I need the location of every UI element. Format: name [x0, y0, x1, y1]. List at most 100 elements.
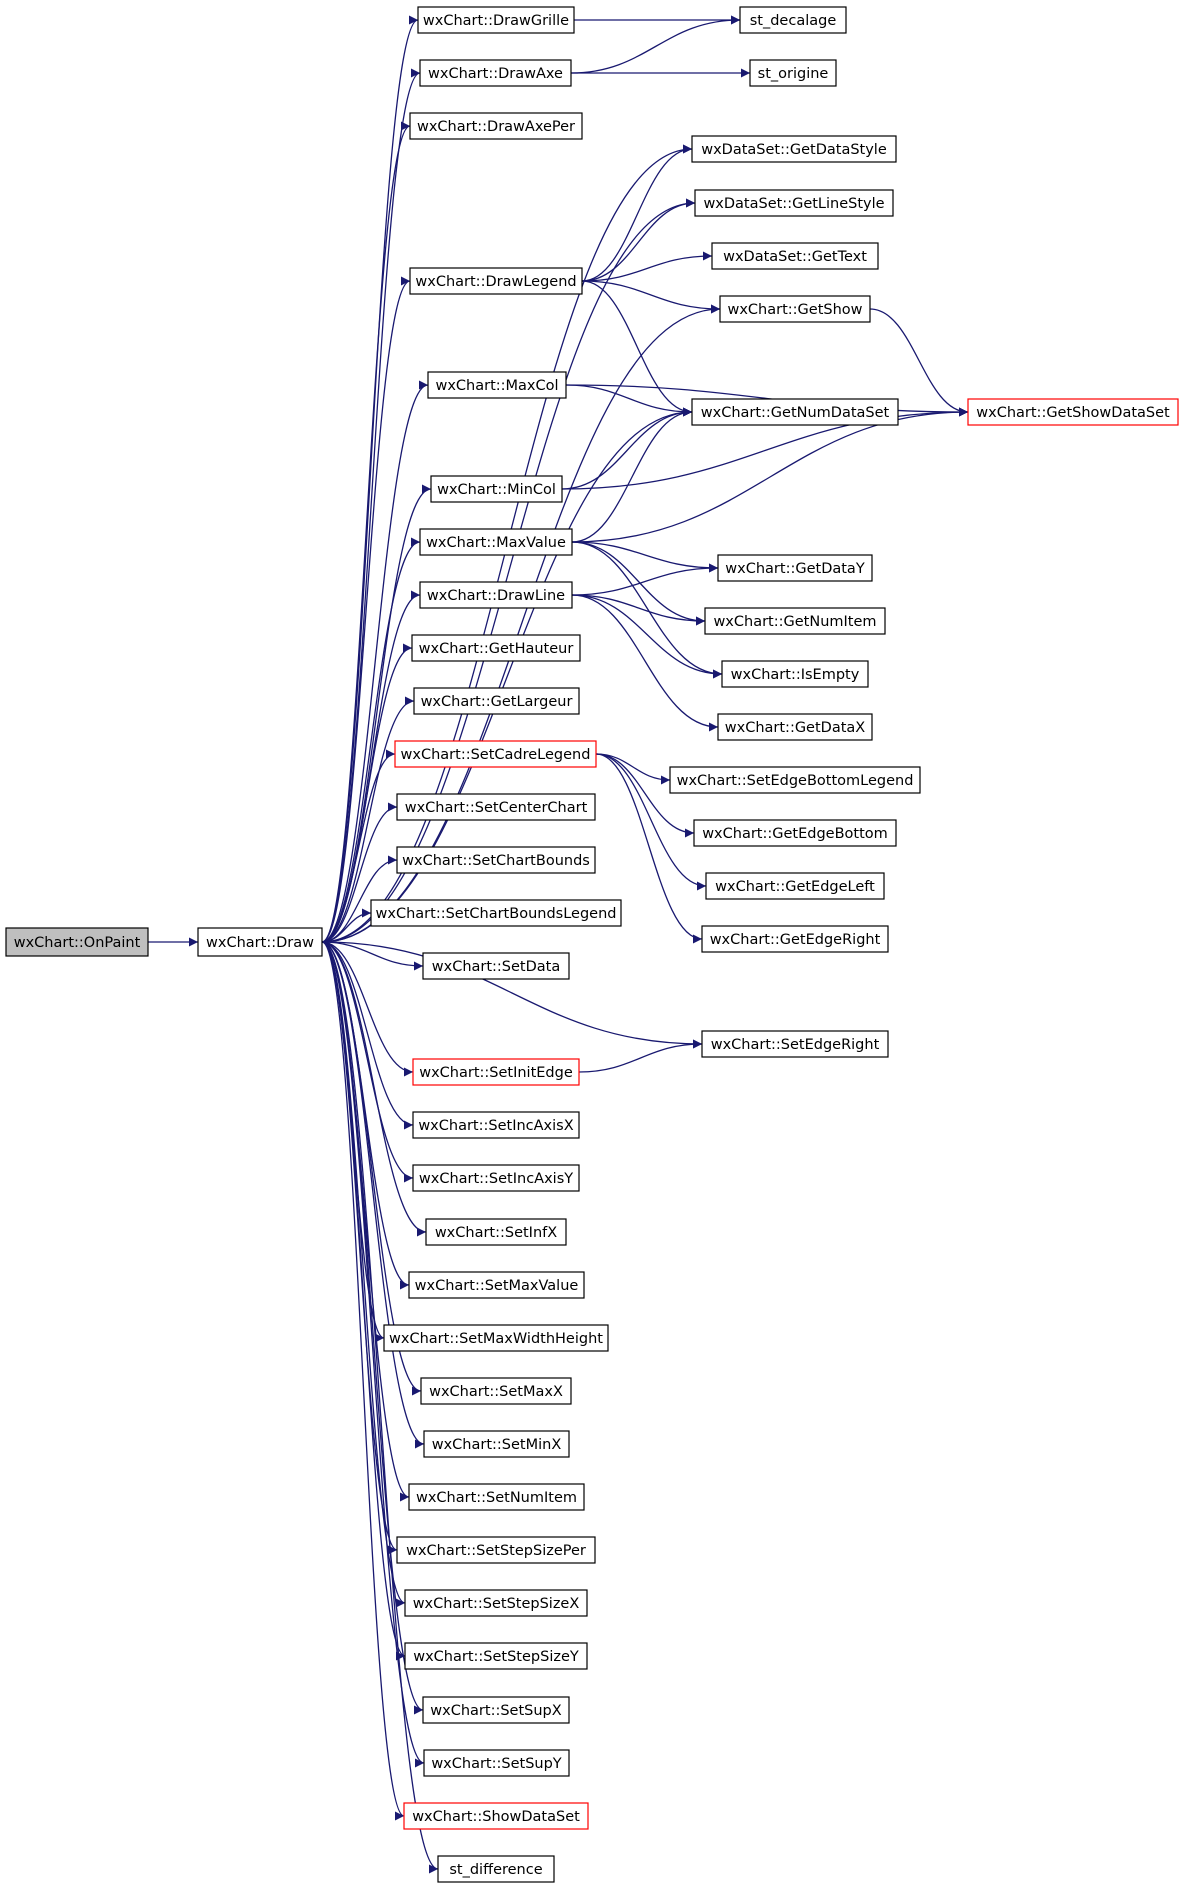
nodes-layer: wxChart::OnPaint wxChart::Draw wxChart::Dr… — [5, 6, 1179, 1883]
node-setincaxisx[interactable]: wxChart::SetIncAxisX — [412, 1111, 580, 1139]
node-setnumitem[interactable]: wxChart::SetNumItem — [408, 1483, 585, 1511]
node-label-drawlegend: wxChart::DrawLegend — [415, 274, 576, 290]
node-setcenterchart[interactable]: wxChart::SetCenterChart — [396, 793, 596, 821]
node-box-setcenterchart — [396, 793, 596, 821]
edge-draw-to-setcenterchart — [321, 802, 398, 943]
node-setchartboundslegend[interactable]: wxChart::SetChartBoundsLegend — [370, 899, 622, 927]
node-setsupx[interactable]: wxChart::SetSupX — [422, 1696, 570, 1724]
node-box-maxvalue — [419, 528, 573, 556]
edge-drawaxe-to-st_decalage — [570, 15, 741, 74]
node-box-gethauteur — [411, 634, 581, 662]
edge-drawline-to-getdatay — [571, 563, 719, 596]
node-drawline[interactable]: wxChart::DrawLine — [419, 581, 573, 609]
node-getnumdataset[interactable]: wxChart::GetNumDataSet — [691, 398, 899, 426]
edge-drawlegend-to-getnumdataset — [581, 280, 693, 417]
node-label-getnumdataset: wxChart::GetNumDataSet — [701, 405, 890, 421]
edges-layer — [148, 15, 969, 1874]
node-mincol[interactable]: wxChart::MinCol — [430, 475, 563, 503]
node-box-drawgrille — [417, 6, 575, 34]
edge-maxvalue-to-isempty — [571, 541, 723, 679]
node-box-st_difference — [437, 1855, 555, 1883]
node-drawgrille[interactable]: wxChart::DrawGrille — [417, 6, 575, 34]
node-label-setstepsizey: wxChart::SetStepSizeY — [413, 1649, 579, 1665]
edge-draw-to-setinfx — [321, 941, 427, 1237]
node-maxvalue[interactable]: wxChart::MaxValue — [419, 528, 573, 556]
node-setinfx[interactable]: wxChart::SetInfX — [425, 1218, 567, 1246]
node-setdata[interactable]: wxChart::SetData — [422, 952, 570, 980]
node-getedgeleft[interactable]: wxChart::GetEdgeLeft — [705, 872, 885, 900]
node-label-gettext: wxDataSet::GetText — [723, 249, 867, 265]
node-setedgeright[interactable]: wxChart::SetEdgeRight — [701, 1030, 889, 1058]
node-st_difference[interactable]: st_difference — [437, 1855, 555, 1883]
node-setstepsizex[interactable]: wxChart::SetStepSizeX — [404, 1589, 588, 1617]
node-gethauteur[interactable]: wxChart::GetHauteur — [411, 634, 581, 662]
node-label-drawaxeper: wxChart::DrawAxePer — [417, 119, 575, 135]
node-drawlegend[interactable]: wxChart::DrawLegend — [409, 267, 583, 295]
node-drawaxeper[interactable]: wxChart::DrawAxePer — [409, 112, 583, 140]
node-box-getnumdataset — [691, 398, 899, 426]
node-label-setedgebottomlegend: wxChart::SetEdgeBottomLegend — [677, 773, 914, 789]
node-getnumitem[interactable]: wxChart::GetNumItem — [704, 607, 886, 635]
node-setsupy[interactable]: wxChart::SetSupY — [423, 1749, 570, 1777]
edge-draw-to-setminx — [321, 941, 425, 1449]
node-getedgebottom[interactable]: wxChart::GetEdgeBottom — [693, 819, 897, 847]
node-getedgeright[interactable]: wxChart::GetEdgeRight — [701, 925, 889, 953]
node-gettext[interactable]: wxDataSet::GetText — [711, 242, 879, 270]
node-setincaxisy[interactable]: wxChart::SetIncAxisY — [412, 1164, 580, 1192]
node-showdataset[interactable]: wxChart::ShowDataSet — [403, 1802, 589, 1830]
node-st_origine[interactable]: st_origine — [749, 59, 837, 87]
node-box-setmaxx — [420, 1377, 572, 1405]
node-setcadrelegend[interactable]: wxChart::SetCadreLegend — [394, 740, 597, 768]
node-getdatay[interactable]: wxChart::GetDataY — [717, 554, 873, 582]
node-box-setstepsizey — [404, 1642, 588, 1670]
node-box-setchartbounds — [396, 846, 596, 874]
node-setmaxwidthheight[interactable]: wxChart::SetMaxWidthHeight — [383, 1324, 609, 1352]
node-setedgebottomlegend[interactable]: wxChart::SetEdgeBottomLegend — [669, 766, 921, 794]
node-label-setdata: wxChart::SetData — [432, 959, 561, 975]
node-drawaxe[interactable]: wxChart::DrawAxe — [419, 59, 572, 87]
node-draw[interactable]: wxChart::Draw — [197, 927, 323, 957]
node-box-getedgeright — [701, 925, 889, 953]
node-isempty[interactable]: wxChart::IsEmpty — [721, 660, 869, 688]
node-label-maxvalue: wxChart::MaxValue — [426, 535, 566, 551]
node-getshow[interactable]: wxChart::GetShow — [719, 295, 871, 323]
node-setmaxx[interactable]: wxChart::SetMaxX — [420, 1377, 572, 1405]
node-box-onpaint — [5, 927, 149, 957]
node-getlinestyle[interactable]: wxDataSet::GetLineStyle — [694, 189, 894, 217]
node-box-drawline — [419, 581, 573, 609]
node-label-setinitedge: wxChart::SetInitEdge — [419, 1065, 573, 1081]
node-setmaxvalue[interactable]: wxChart::SetMaxValue — [408, 1271, 585, 1299]
node-st_decalage[interactable]: st_decalage — [739, 6, 847, 34]
edge-draw-to-drawlegend — [321, 276, 411, 943]
node-getdatastyle[interactable]: wxDataSet::GetDataStyle — [691, 135, 897, 163]
node-label-st_difference: st_difference — [449, 1862, 542, 1878]
node-box-showdataset — [403, 1802, 589, 1830]
node-getdatax[interactable]: wxChart::GetDataX — [717, 713, 873, 741]
node-label-mincol: wxChart::MinCol — [437, 482, 556, 498]
edge-getshow-to-getshowdataset — [869, 308, 969, 417]
node-label-setcadrelegend: wxChart::SetCadreLegend — [401, 747, 591, 763]
node-setchartbounds[interactable]: wxChart::SetChartBounds — [396, 846, 596, 874]
edge-maxvalue-to-getshowdataset — [571, 407, 969, 543]
node-getlargeur[interactable]: wxChart::GetLargeur — [413, 687, 580, 715]
node-setinitedge[interactable]: wxChart::SetInitEdge — [412, 1058, 580, 1086]
node-box-setinitedge — [412, 1058, 580, 1086]
node-box-getedgebottom — [693, 819, 897, 847]
edge-draw-to-maxcol — [321, 380, 429, 943]
node-label-showdataset: wxChart::ShowDataSet — [412, 1809, 580, 1825]
node-label-drawaxe: wxChart::DrawAxe — [428, 66, 563, 82]
edge-draw-to-setcadrelegend — [321, 749, 396, 943]
node-box-setmaxvalue — [408, 1271, 585, 1299]
edge-draw-to-showdataset — [321, 941, 405, 1821]
node-maxcol[interactable]: wxChart::MaxCol — [427, 371, 567, 399]
node-setstepsizeper[interactable]: wxChart::SetStepSizePer — [396, 1536, 596, 1564]
node-getshowdataset[interactable]: wxChart::GetShowDataSet — [967, 398, 1179, 426]
node-label-getlinestyle: wxDataSet::GetLineStyle — [703, 196, 884, 212]
node-label-isempty: wxChart::IsEmpty — [731, 667, 860, 683]
node-setminx[interactable]: wxChart::SetMinX — [423, 1430, 570, 1458]
node-onpaint[interactable]: wxChart::OnPaint — [5, 927, 149, 957]
node-setstepsizey[interactable]: wxChart::SetStepSizeY — [404, 1642, 588, 1670]
edge-drawlegend-to-getdatastyle — [581, 144, 693, 282]
node-label-setnumitem: wxChart::SetNumItem — [416, 1490, 577, 1506]
edge-maxcol-to-getnumdataset — [565, 384, 693, 417]
